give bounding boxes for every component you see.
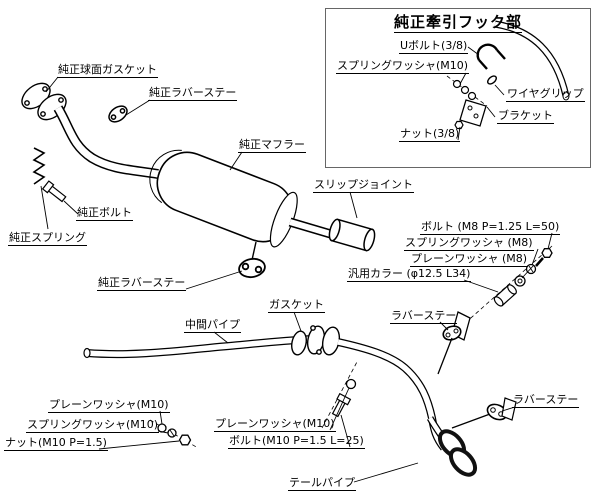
label-nut-3-8: ナット(3/8) [399, 127, 461, 142]
label-wire-grip: ワイヤグリップ [506, 87, 585, 102]
muffler-hanger-rod [251, 241, 257, 261]
leader-lines [40, 46, 553, 483]
oem-spring-drawing [32, 147, 46, 185]
label-rubber-stay-left: ラバーステー [390, 309, 458, 324]
tow-hook-inset-drawing [446, 20, 570, 130]
label-plain-washer-m8: プレーンワッシャ (M8) [410, 252, 529, 267]
tail-pipe-tips-drawing [437, 429, 478, 477]
inset-title: 純正牽引フック部 [393, 13, 522, 33]
label-universal-collar: 汎用カラー (φ12.5 L34) [347, 267, 472, 282]
oem-muffler-drawing [149, 149, 298, 248]
label-oem-spherical-gasket: 純正球面ガスケット [57, 63, 158, 78]
label-slip-joint: スリップジョイント [313, 178, 414, 193]
label-oem-rubber-stay-1: 純正ラバーステー [148, 86, 238, 101]
label-oem-spring: 純正スプリング [8, 231, 87, 246]
oem-rubber-stay-2-drawing [238, 257, 266, 279]
oem-rubber-stay-1-drawing [108, 105, 128, 123]
inset-title-wrap: 純正牽引フック部 [325, 11, 591, 33]
gasket-flange-drawing [291, 325, 341, 356]
label-nut-m10: ナット(M10 P=1.5) [4, 436, 108, 451]
slip-joint-drawing [328, 218, 376, 252]
label-bolt-m8: ボルト (M8 P=1.25 L=50) [420, 220, 561, 235]
label-plain-washer-m10-right: プレーンワッシャ(M10) [214, 417, 336, 432]
oem-bolt-drawing [41, 180, 67, 203]
tail-rubber-stay-drawing [451, 397, 517, 429]
label-spring-washer-m10: スプリングワッシャ(M10) [26, 418, 160, 433]
label-plain-washer-m10-left: プレーンワッシャ(M10) [48, 398, 170, 413]
label-oem-bolt: 純正ボルト [76, 206, 133, 221]
label-tail-pipe: テールパイプ [288, 476, 356, 491]
label-u-bolt: Uボルト(3/8) [399, 39, 469, 54]
center-pipe-drawing [83, 335, 313, 359]
label-center-pipe: 中間パイプ [184, 318, 241, 333]
label-bolt-m10: ボルト(M10 P=1.5 L=25) [228, 434, 365, 449]
label-oem-rubber-stay-2: 純正ラバーステー [97, 276, 187, 291]
label-spring-washer-m10-inset: スプリングワッシャ(M10) [336, 59, 470, 74]
hardware-m10-left-drawing [149, 419, 199, 449]
muffler-outlet-drawing [288, 217, 336, 240]
label-spring-washer-m8: スプリングワッシャ (M8) [404, 236, 534, 251]
label-oem-muffler: 純正マフラー [238, 138, 306, 153]
label-gasket: ガスケット [268, 298, 325, 313]
front-pipe-drawing [53, 105, 159, 179]
label-rubber-stay-right: ラバーステー [512, 393, 580, 408]
label-bracket: ブラケット [497, 109, 554, 124]
